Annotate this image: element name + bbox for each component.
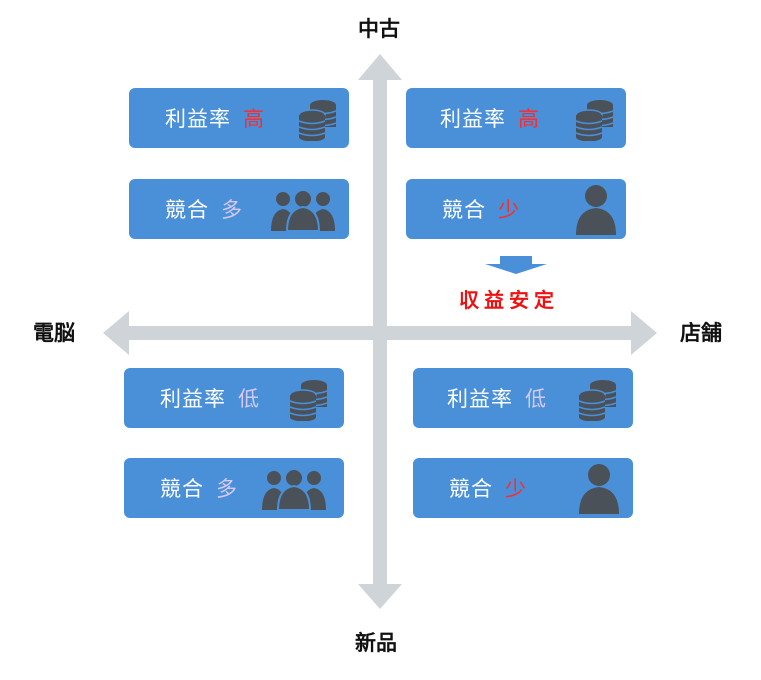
card-label: 利益率	[440, 107, 506, 131]
highlight-text: 収益安定	[459, 288, 559, 312]
coins-icon	[574, 88, 614, 148]
card-bottom-right-competition: 競合 少	[413, 458, 633, 518]
card-value: 高	[243, 107, 264, 131]
axis-label-right: 店舗	[680, 321, 722, 345]
card-label: 利益率	[447, 387, 513, 411]
card-label: 競合	[165, 198, 209, 222]
person-icon	[574, 179, 618, 239]
card-top-right-competition: 競合 少	[406, 179, 626, 239]
card-top-right-profit: 利益率 高	[406, 88, 626, 148]
card-label: 利益率	[165, 107, 231, 131]
card-bottom-left-profit: 利益率 低	[124, 368, 344, 428]
card-value: 高	[518, 107, 539, 131]
card-top-left-profit: 利益率 高	[129, 88, 349, 148]
card-value: 低	[238, 387, 259, 411]
card-label: 利益率	[160, 387, 226, 411]
arrow-right	[631, 311, 657, 355]
card-bottom-left-competition: 競合 多	[124, 458, 344, 518]
people-icon	[269, 179, 337, 239]
horizontal-axis-shaft	[126, 326, 634, 340]
coins-icon	[297, 88, 337, 148]
card-bottom-right-profit: 利益率 低	[413, 368, 633, 428]
arrow-up	[358, 54, 402, 80]
card-value: 少	[498, 198, 519, 222]
card-value: 多	[221, 198, 242, 222]
arrow-down	[358, 584, 402, 609]
card-value: 低	[525, 387, 546, 411]
coins-icon	[288, 368, 328, 428]
card-label: 競合	[160, 477, 204, 501]
person-icon	[577, 458, 621, 518]
axis-label-bottom: 新品	[355, 631, 397, 655]
card-value: 少	[505, 477, 526, 501]
people-icon	[260, 458, 328, 518]
arrow-left	[103, 311, 129, 355]
card-label: 競合	[442, 198, 486, 222]
card-label: 競合	[449, 477, 493, 501]
coins-icon	[577, 368, 617, 428]
card-value: 多	[216, 477, 237, 501]
down-pointer-icon	[485, 256, 547, 274]
axis-label-left: 電脳	[33, 321, 75, 345]
card-top-left-competition: 競合 多	[129, 179, 349, 239]
axis-label-top: 中古	[358, 17, 400, 41]
